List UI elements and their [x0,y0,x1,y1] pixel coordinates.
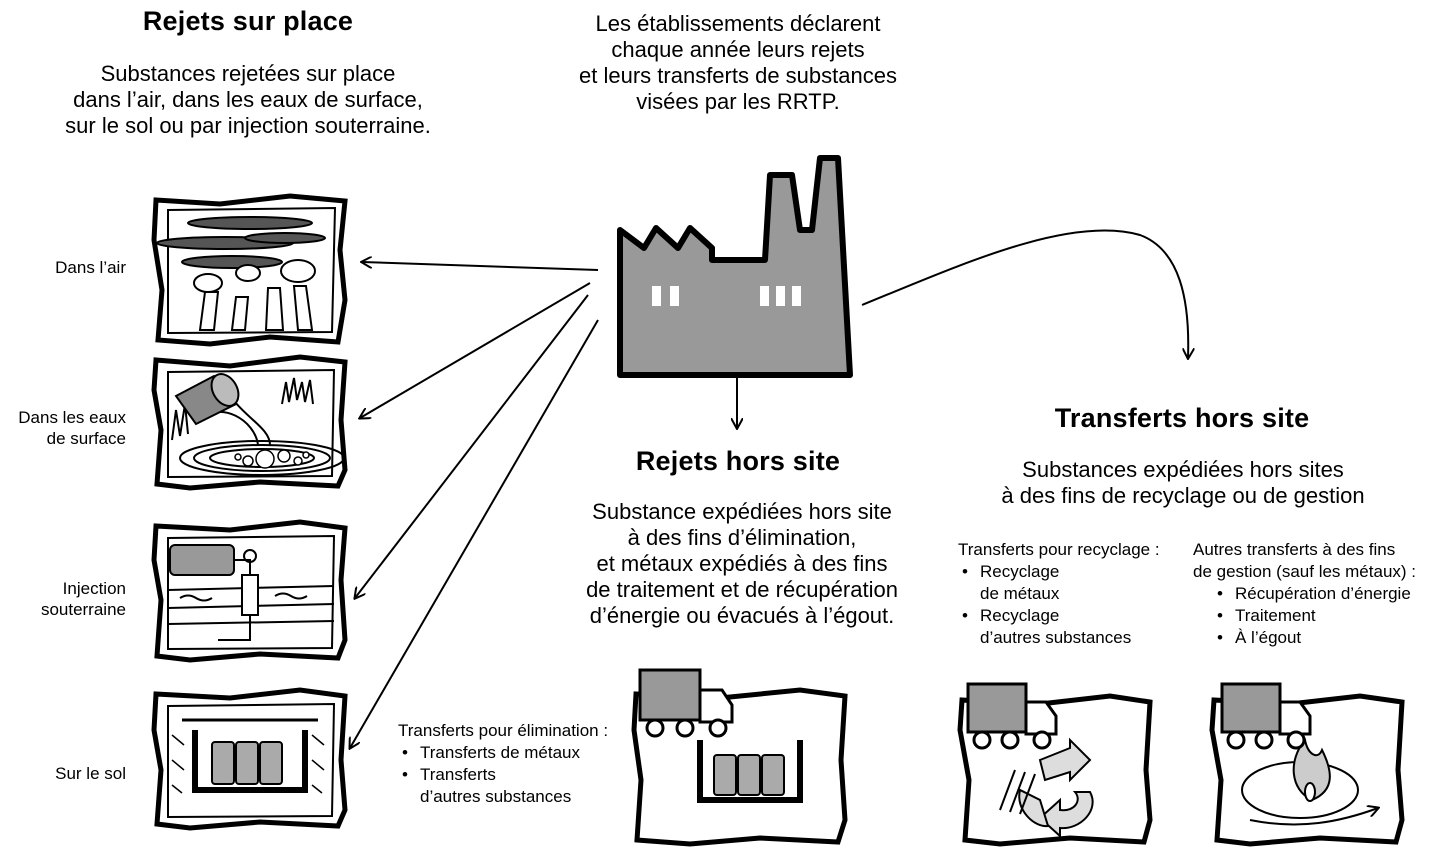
onsite-description-line: Substances rejetées sur place [100,61,396,86]
offsite-releases-description: Substance expédiées hors site à des fins… [586,499,898,629]
recycling-illustration [957,682,1153,847]
air-emissions-illustration [151,193,348,347]
arrow-to-air [362,262,599,271]
onsite-description: Substances rejetées sur place dans l’air… [65,61,431,139]
offsite-transfers-line: Substances expédiées hors sites [1022,457,1344,482]
list-item: Récupération d’énergie [1213,583,1416,605]
offsite-releases-line: de traitement et de récupération [586,577,898,602]
label-surface-water-line: Dans les eaux [18,408,126,427]
label-land: Sur le sol [55,763,126,784]
recycling-transfers-list: Recyclage de métaux Recyclage d’autres s… [958,561,1160,649]
list-item-text: Recyclage [980,562,1060,581]
facility-description-line: visées par les RRTP. [636,89,840,114]
underground-injection-illustration [151,519,348,663]
management-transfers-list: Récupération d’énergie Traitement À l’ég… [1213,583,1416,649]
list-item: Recyclage de métaux [958,561,1160,605]
truck-icon [966,682,1058,750]
label-surface-water: Dans les eaux de surface [18,407,126,449]
list-item-text: Récupération d’énergie [1235,584,1411,603]
facility-description: Les établissements déclarent chaque anné… [579,11,897,115]
offsite-releases-line: d’énergie ou évacués à l’égout. [589,603,895,628]
recycling-transfers-block: Transferts pour recyclage : Recyclage de… [958,539,1160,649]
list-item: À l’égout [1213,627,1416,649]
label-underground-injection: Injection souterraine [41,578,126,620]
onsite-description-line: dans l’air, dans les eaux de surface, [73,87,423,112]
arrow-to-offsite-transfers [861,229,1188,358]
offsite-releases-title: Rejets hors site [635,446,841,476]
arrow-to-soil [350,319,599,748]
list-item-text: Recyclage [980,606,1060,625]
list-item: Recyclage d’autres substances [958,605,1160,649]
facility-description-line: et leurs transferts de substances [579,63,897,88]
disposal-transfers-list: Transferts de métaux Transferts d’autres… [398,742,608,808]
facility-description-line: Les établissements déclarent [595,11,881,36]
management-transfers-heading: Autres transferts à des fins [1193,540,1396,559]
surface-water-illustration [151,354,348,491]
disposal-transfers-heading: Transferts pour élimination : [398,721,609,740]
truck-icon [638,668,734,738]
onsite-title: Rejets sur place [142,6,354,36]
truck-icon [1220,682,1312,750]
management-transfers-block: Autres transferts à des fins de gestion … [1193,539,1416,649]
list-item-text: Traitement [1235,606,1316,625]
offsite-disposal-illustration [631,668,848,847]
label-injection-line: souterraine [40,600,126,619]
offsite-transfers-description: Substances expédiées hors sites à des fi… [1001,457,1364,509]
list-item-text: À l’égout [1235,628,1302,647]
arrow-to-water [360,282,591,418]
label-air: Dans l’air [55,257,126,278]
label-air-line: Dans l’air [55,258,126,277]
offsite-releases-line: et métaux expédiés à des fins [596,551,888,576]
disposal-transfers-block: Transferts pour élimination : Transferts… [398,720,608,808]
list-item: Transferts d’autres substances [398,764,608,808]
offsite-transfers-title: Transferts hors site [1054,403,1310,433]
offsite-releases-line: Substance expédiées hors site [592,499,892,524]
label-land-line: Sur le sol [55,764,126,783]
onsite-description-line: sur le sol ou par injection souterraine. [65,113,431,138]
list-item-text: de métaux [980,584,1060,603]
list-item-text: d’autres substances [420,787,572,806]
label-injection-line: Injection [62,579,126,598]
list-item-text: d’autres substances [980,628,1132,647]
label-surface-water-line: de surface [46,429,126,448]
offsite-releases-line: à des fins d’élimination, [627,525,857,550]
offsite-transfers-line: à des fins de recyclage ou de gestion [1001,483,1365,508]
arrow-to-injection [355,294,589,598]
factory-icon [617,155,853,378]
management-illustration [1209,682,1405,847]
list-item: Transferts de métaux [398,742,608,764]
list-item-text: Transferts [420,765,496,784]
release-arrows [350,229,1188,748]
list-item: Traitement [1213,605,1416,627]
facility-description-line: chaque année leurs rejets [611,37,865,62]
land-illustration [151,687,348,831]
recycling-transfers-heading: Transferts pour recyclage : [958,540,1160,559]
management-transfers-heading: de gestion (sauf les métaux) : [1193,562,1417,581]
list-item-text: Transferts de métaux [420,743,580,762]
